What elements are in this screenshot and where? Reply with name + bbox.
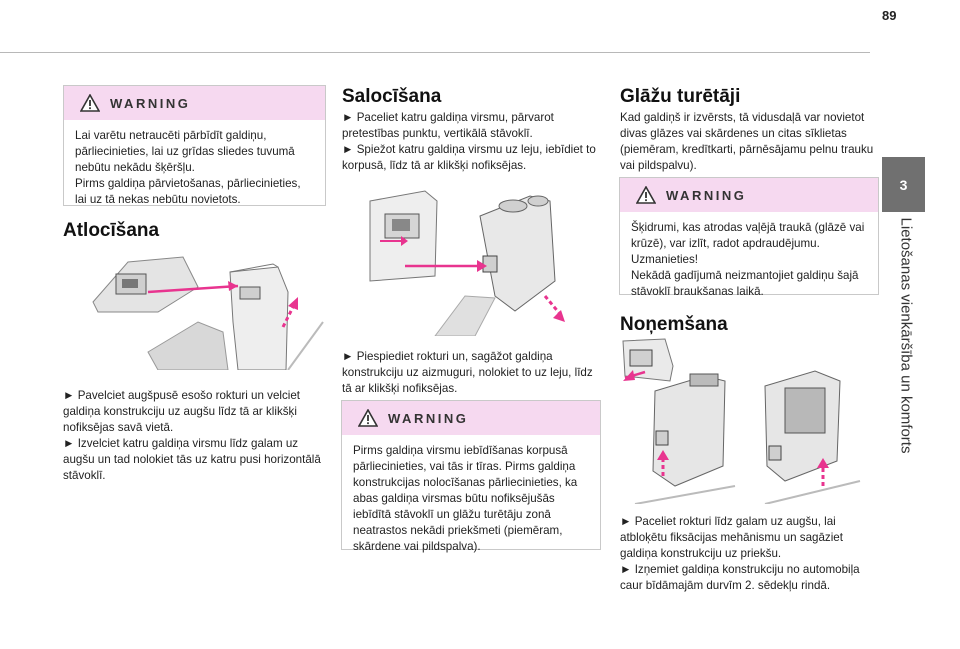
warning-header: WARNING (620, 178, 878, 212)
warning-text: Lai varētu netraucēti pārbīdīt galdiņu, … (75, 129, 301, 206)
heading-fold: Salocīšana (342, 86, 442, 107)
warning-box-unfold: WARNING Lai varētu netraucēti pārbīdīt g… (63, 85, 326, 206)
illustration-removal (615, 336, 865, 504)
warning-box-fold: WARNING Pirms galdiņa virsmu iebīdīšanas… (341, 400, 601, 553)
page-number: 89 (882, 8, 897, 23)
heading-unfold: Atlocīšana (63, 220, 160, 241)
warning-text: Šķidrumi, kas atrodas vaļējā traukā (glā… (631, 221, 865, 298)
top-rule (0, 52, 870, 53)
warning-header: WARNING (64, 86, 325, 120)
warning-text: Pirms galdiņa virsmu iebīdīšanas korpusā… (353, 444, 578, 553)
text-unfold: ► Pavelciet augšpusē esošo rokturi un ve… (63, 389, 321, 482)
warning-title: WARNING (666, 187, 747, 203)
text-removal: ► Paceliet rokturi līdz galam uz augšu, … (620, 515, 860, 592)
illustration-fold (365, 186, 575, 336)
warning-icon (358, 409, 378, 427)
warning-box-cup-holders: WARNING Šķidrumi, kas atrodas vaļējā tra… (619, 177, 879, 298)
warning-icon (80, 94, 100, 112)
chapter-title: Lietošanas vienkāršība un komforts (897, 217, 915, 453)
text-cup-holders: Kad galdiņš ir izvērsts, tā vidusdaļā va… (620, 111, 874, 172)
chapter-tab[interactable]: 3 (882, 157, 925, 212)
warning-title: WARNING (110, 95, 191, 111)
illustration-unfold (88, 252, 328, 370)
text-fold-1: ► Paceliet katru galdiņa virsmu, pārvaro… (342, 111, 596, 172)
heading-cup-holders: Glāžu turētāji (620, 86, 741, 107)
warning-header: WARNING (342, 401, 600, 435)
warning-title: WARNING (388, 410, 469, 426)
heading-removal: Noņemšana (620, 314, 728, 335)
text-fold-2: ► Piespiediet rokturi un, sagāžot galdiņ… (342, 350, 593, 395)
warning-icon (636, 186, 656, 204)
